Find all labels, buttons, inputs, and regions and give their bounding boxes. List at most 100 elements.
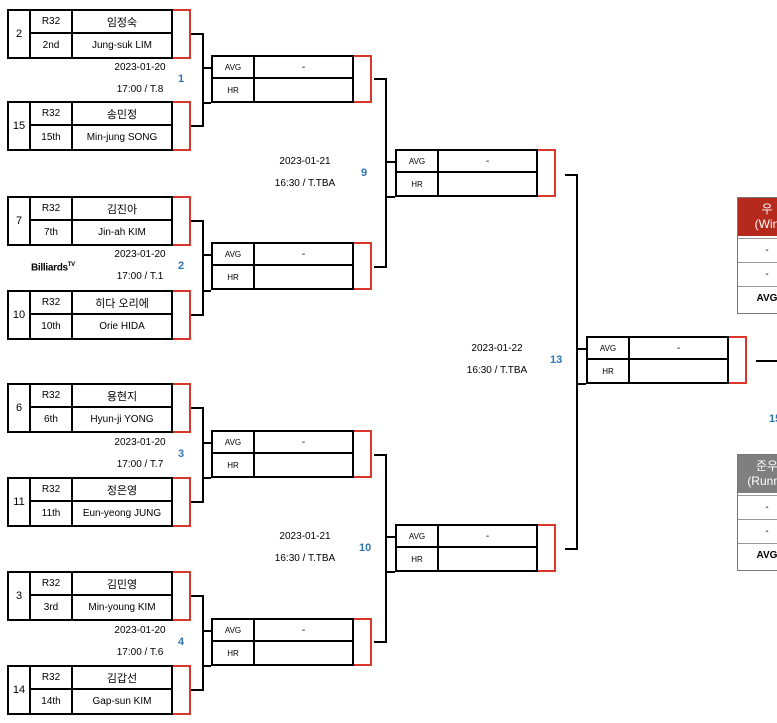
player-round: R32 [31,667,73,690]
player-name-kr: 정은영 [73,479,171,502]
bracket-connector [576,174,578,550]
match-number-final: 15 [769,413,777,425]
match-hr-label: HR [588,360,630,382]
match-date: 2023-01-20 [114,249,166,260]
player-name-en: Jin-ah KIM [98,227,146,238]
bracket-connector [385,161,395,163]
match-hr-label: HR [397,173,439,195]
bracket-connector [202,630,211,632]
match-time: 17:00 / T.1 [116,271,164,282]
bracket-connector [565,174,577,176]
bracket-connector [202,442,211,444]
match-date: 2023-01-20 [114,437,166,448]
bracket-connector [191,220,203,222]
player-rank: 14th [31,690,73,713]
player-name-kr: 임정숙 [73,11,171,34]
player-score-cap [173,196,191,246]
bracket-connector [565,548,577,550]
bracket-connector [202,33,204,127]
bracket-connector [202,220,204,316]
runner-up-header: 준우 (Runne [738,455,777,493]
bracket-connector [191,125,203,127]
runner-up-title-kr: 준우 [755,459,777,473]
bracket-connector [202,665,211,667]
winner-box: 우 (Win - - AVG [737,197,777,314]
player-round: R32 [31,11,73,34]
match-number: 4 [178,636,185,648]
match-avg-value: - [255,244,352,266]
bracket-connector [385,536,395,538]
winner-row-1: - [738,238,777,262]
player-rank: 6th [31,408,73,431]
match-avg-value: - [255,57,352,79]
match-avg-label: AVG [588,338,630,360]
player-round: R32 [31,573,73,596]
winner-title-kr: 우 [761,202,773,216]
winner-title-en: (Win [754,217,777,231]
bracket-connector [385,571,395,573]
player-name-en: Gap-sun KIM [92,696,152,707]
bracket-connector [385,78,387,268]
match-date: 2023-01-20 [114,625,166,636]
bracket-connector [202,407,204,503]
bracket-connector [385,454,387,643]
match-avg-value: - [630,338,727,360]
bracket-connector [191,501,203,503]
player-name-kr: 김민영 [73,573,171,596]
match-number: 1 [178,73,185,85]
match-date: 2023-01-20 [114,62,166,73]
player-score-cap [173,383,191,433]
player-name-kr: 김진아 [73,198,171,221]
player-seed: 11 [9,479,31,525]
match-score-cap [354,430,372,478]
match-hr-label: HR [213,79,255,101]
match-card: AVG-HR [211,242,354,290]
match-score-cap [354,618,372,666]
player-round: R32 [31,198,73,221]
player-name-kr: 히다 오리에 [73,292,171,315]
player-rank: 7th [31,221,73,244]
match-avg-value: - [439,526,536,548]
winner-row-2: - [738,262,777,286]
player-name-en: Jung-suk LIM [91,40,153,51]
player-round: R32 [31,103,73,126]
match-number: 9 [361,167,368,179]
player-seed: 7 [9,198,31,244]
match-hr-value [255,266,352,288]
match-score-cap [354,242,372,290]
match-hr-value [630,360,727,382]
bracket-connector [191,595,203,597]
player-score-cap [173,665,191,715]
match-card: AVG-HR [586,336,729,384]
player-seed: 14 [9,667,31,713]
bracket-connector [374,266,386,268]
match-card: AVG-HR [211,430,354,478]
match-time: 17:00 / T.6 [116,647,164,658]
match-time: 17:00 / T.7 [116,459,164,470]
player-name-en: Eun-yeong JUNG [82,508,162,519]
player-score-cap [173,9,191,59]
player-rank: 10th [31,315,73,338]
match-date: 2023-01-21 [279,531,331,542]
match-avg-label: AVG [213,620,255,642]
bracket-connector [202,254,211,256]
bracket-connector [756,360,777,362]
match-avg-value: - [439,151,536,173]
runner-up-avg-label: AVG [738,543,777,567]
bracket-connector [576,383,586,385]
player-name-kr: 송민정 [73,103,171,126]
match-avg-label: AVG [213,57,255,79]
player-seed: 15 [9,103,31,149]
logo-sup: TV [67,262,75,268]
match-hr-label: HR [397,548,439,570]
billiards-tv-logo: BilliardsTV [31,262,75,273]
player-seed: 10 [9,292,31,338]
match-card: AVG-HR [211,618,354,666]
match-card: AVG-HR [395,149,538,197]
player-name-en: Hyun-ji YONG [90,414,154,425]
runner-up-row-1: - [738,495,777,519]
match-card: AVG-HR [211,55,354,103]
bracket-connector [202,67,211,69]
